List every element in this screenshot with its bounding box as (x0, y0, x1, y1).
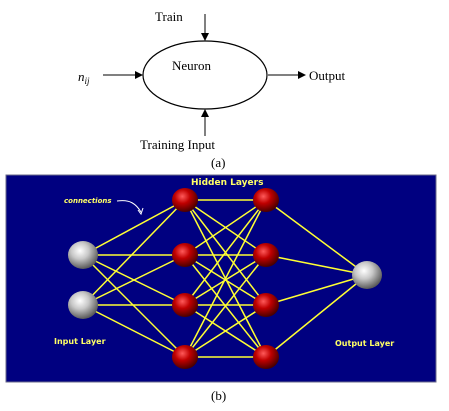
connection-line-input-1-to-hidden1-1 (82, 199, 186, 256)
neuron-label: Neuron (172, 58, 211, 73)
connection-line-hidden1-2-to-hidden2-1 (184, 199, 267, 256)
connection-line-hidden2-2-to-output-1 (265, 254, 368, 276)
neuron-node (142, 40, 268, 110)
output-label: Output (309, 68, 346, 83)
hidden1-node-3 (172, 293, 198, 317)
connection-line-hidden1-4-to-hidden2-2 (184, 254, 267, 358)
output-node-1 (352, 261, 382, 289)
connections-label: connections (64, 197, 112, 205)
hidden2-node-1 (253, 188, 279, 212)
connection-line-input-1-to-hidden1-4 (82, 254, 186, 358)
connection-line-hidden2-3-to-output-1 (265, 274, 368, 306)
connection-line-hidden2-1-to-output-1 (265, 199, 368, 276)
caption-a: (a) (211, 155, 225, 170)
neuron-diagram: Train Neuron nij Output Training Input (… (78, 9, 346, 170)
hidden2-node-3 (253, 293, 279, 317)
connections-pointer-arrowhead (137, 207, 144, 216)
neural-network-diagram: Hidden Layers connections Input Layer Ou… (5, 174, 437, 403)
input-node-2 (68, 291, 98, 319)
output-layer-label: Output Layer (335, 339, 394, 348)
connection-line-hidden2-4-to-output-1 (265, 274, 368, 358)
train-label: Train (155, 9, 183, 24)
nodes-group (68, 188, 382, 369)
hidden2-node-4 (253, 345, 279, 369)
connections-pointer-arrow (116, 200, 142, 213)
hidden1-node-1 (172, 188, 198, 212)
connection-line-hidden1-4-to-hidden2-3 (184, 304, 267, 358)
hidden-layers-label: Hidden Layers (191, 178, 263, 188)
input-node-1 (68, 241, 98, 269)
input-layer-label: Input Layer (54, 337, 106, 346)
training-input-label: Training Input (140, 137, 215, 152)
connections-group (82, 199, 368, 358)
hidden1-node-4 (172, 345, 198, 369)
connection-line-hidden1-3-to-hidden2-1 (184, 199, 267, 306)
connection-line-input-2-to-hidden1-2 (82, 254, 186, 306)
hidden2-node-2 (253, 243, 279, 267)
connection-line-hidden1-4-to-hidden2-1 (184, 199, 267, 358)
connection-line-input-2-to-hidden1-4 (82, 304, 186, 358)
connection-line-input-2-to-hidden1-1 (82, 199, 186, 306)
input-label: nij (78, 69, 90, 86)
hidden1-node-2 (172, 243, 198, 267)
caption-b: (b) (211, 388, 226, 403)
